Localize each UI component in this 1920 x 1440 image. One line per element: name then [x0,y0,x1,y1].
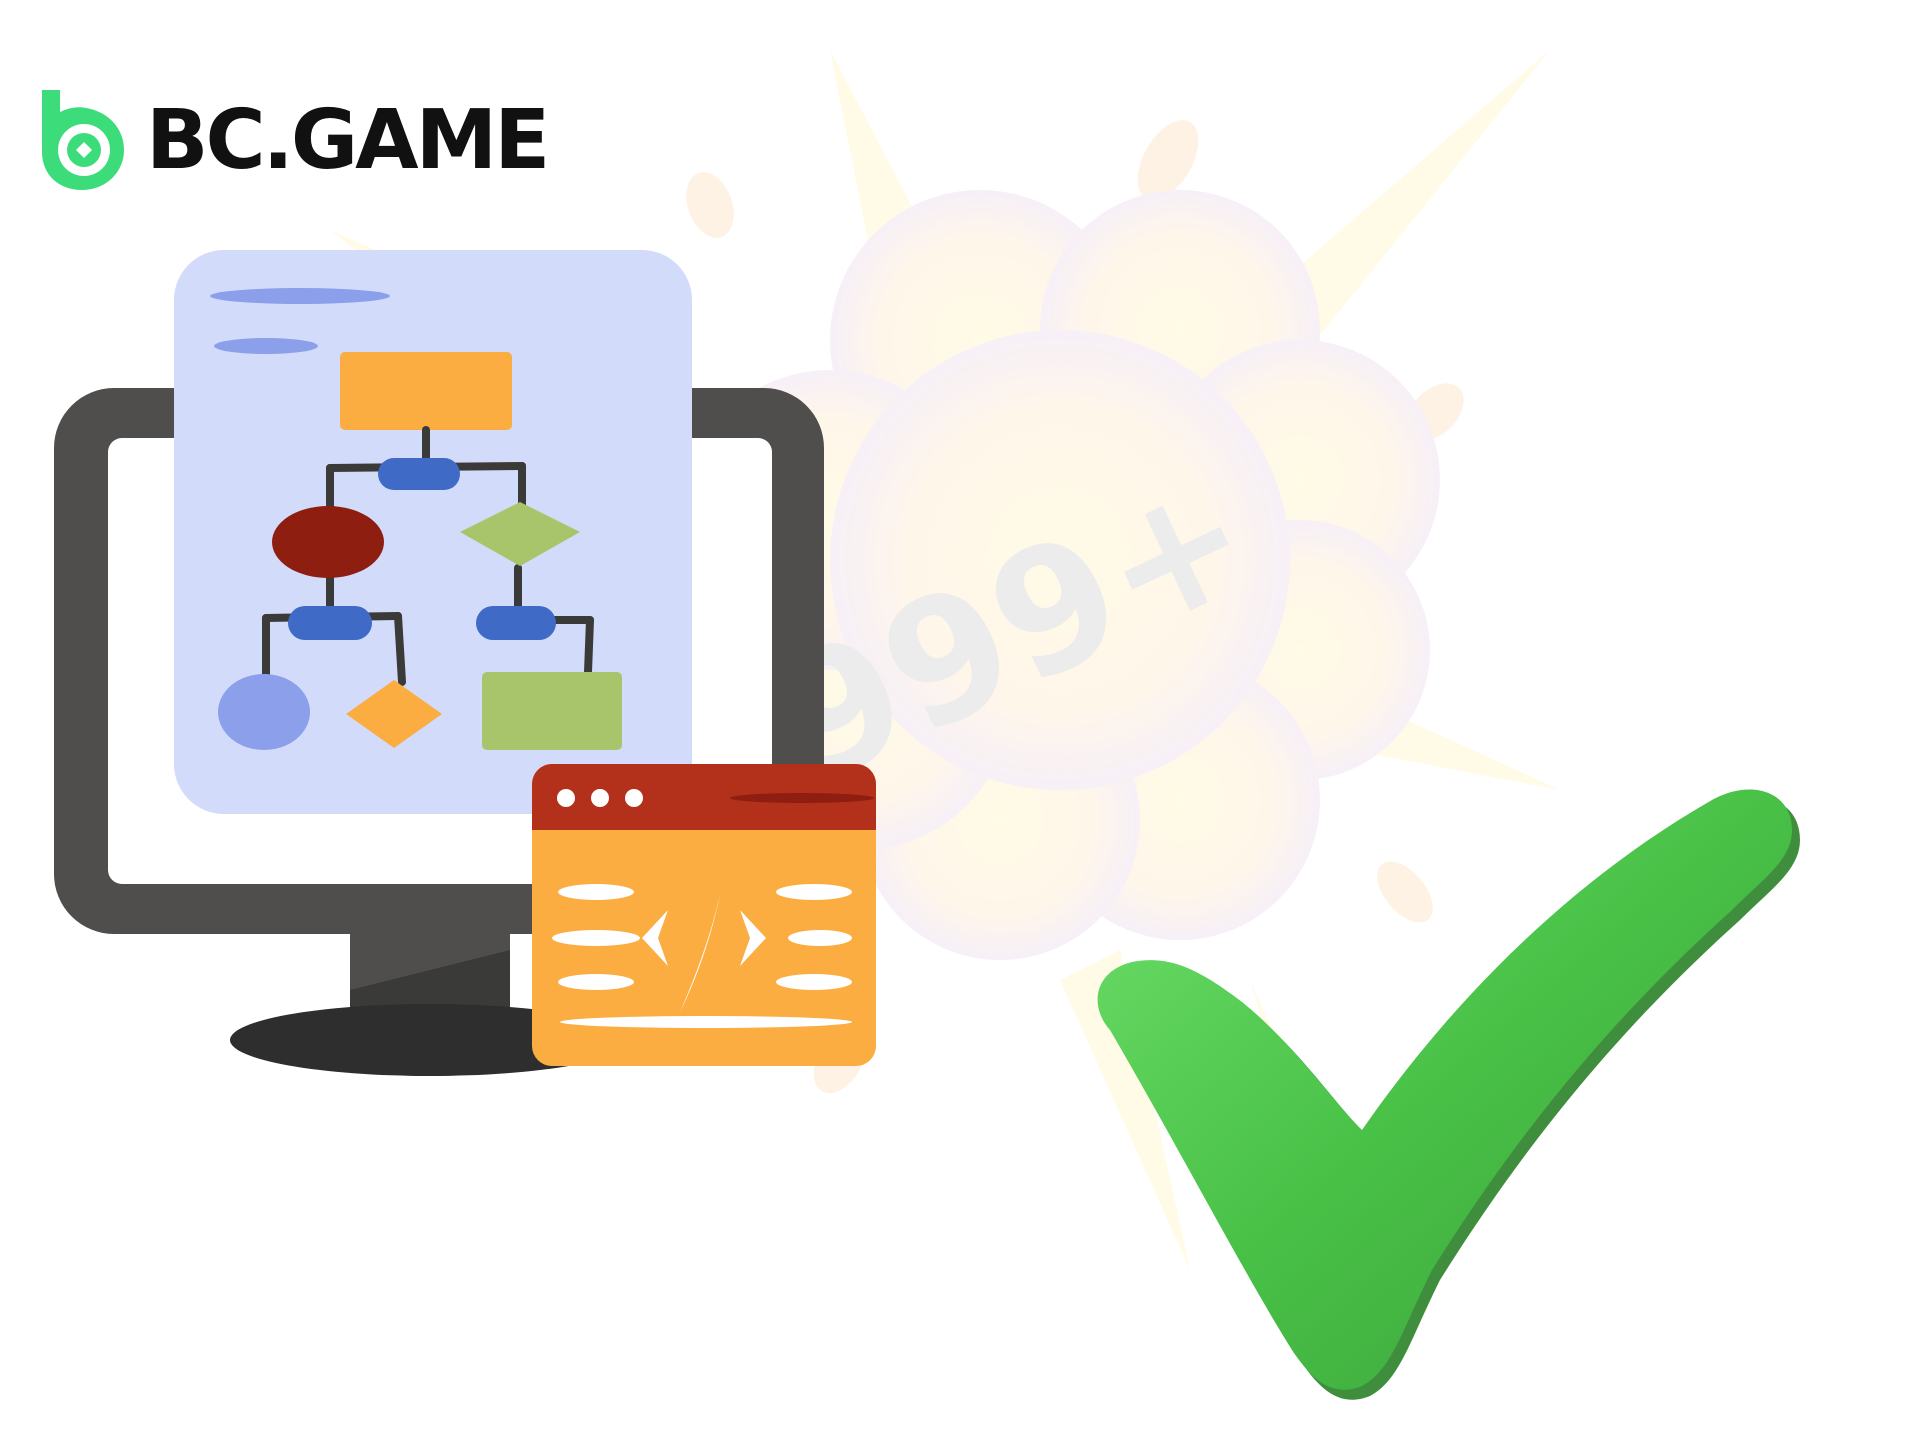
bc-game-logo-icon [42,90,124,190]
flowchart-icon [174,250,692,814]
brand-name: BC.GAME [146,93,550,188]
code-window-icon [532,764,876,1066]
checkmark-icon [1097,789,1800,1400]
